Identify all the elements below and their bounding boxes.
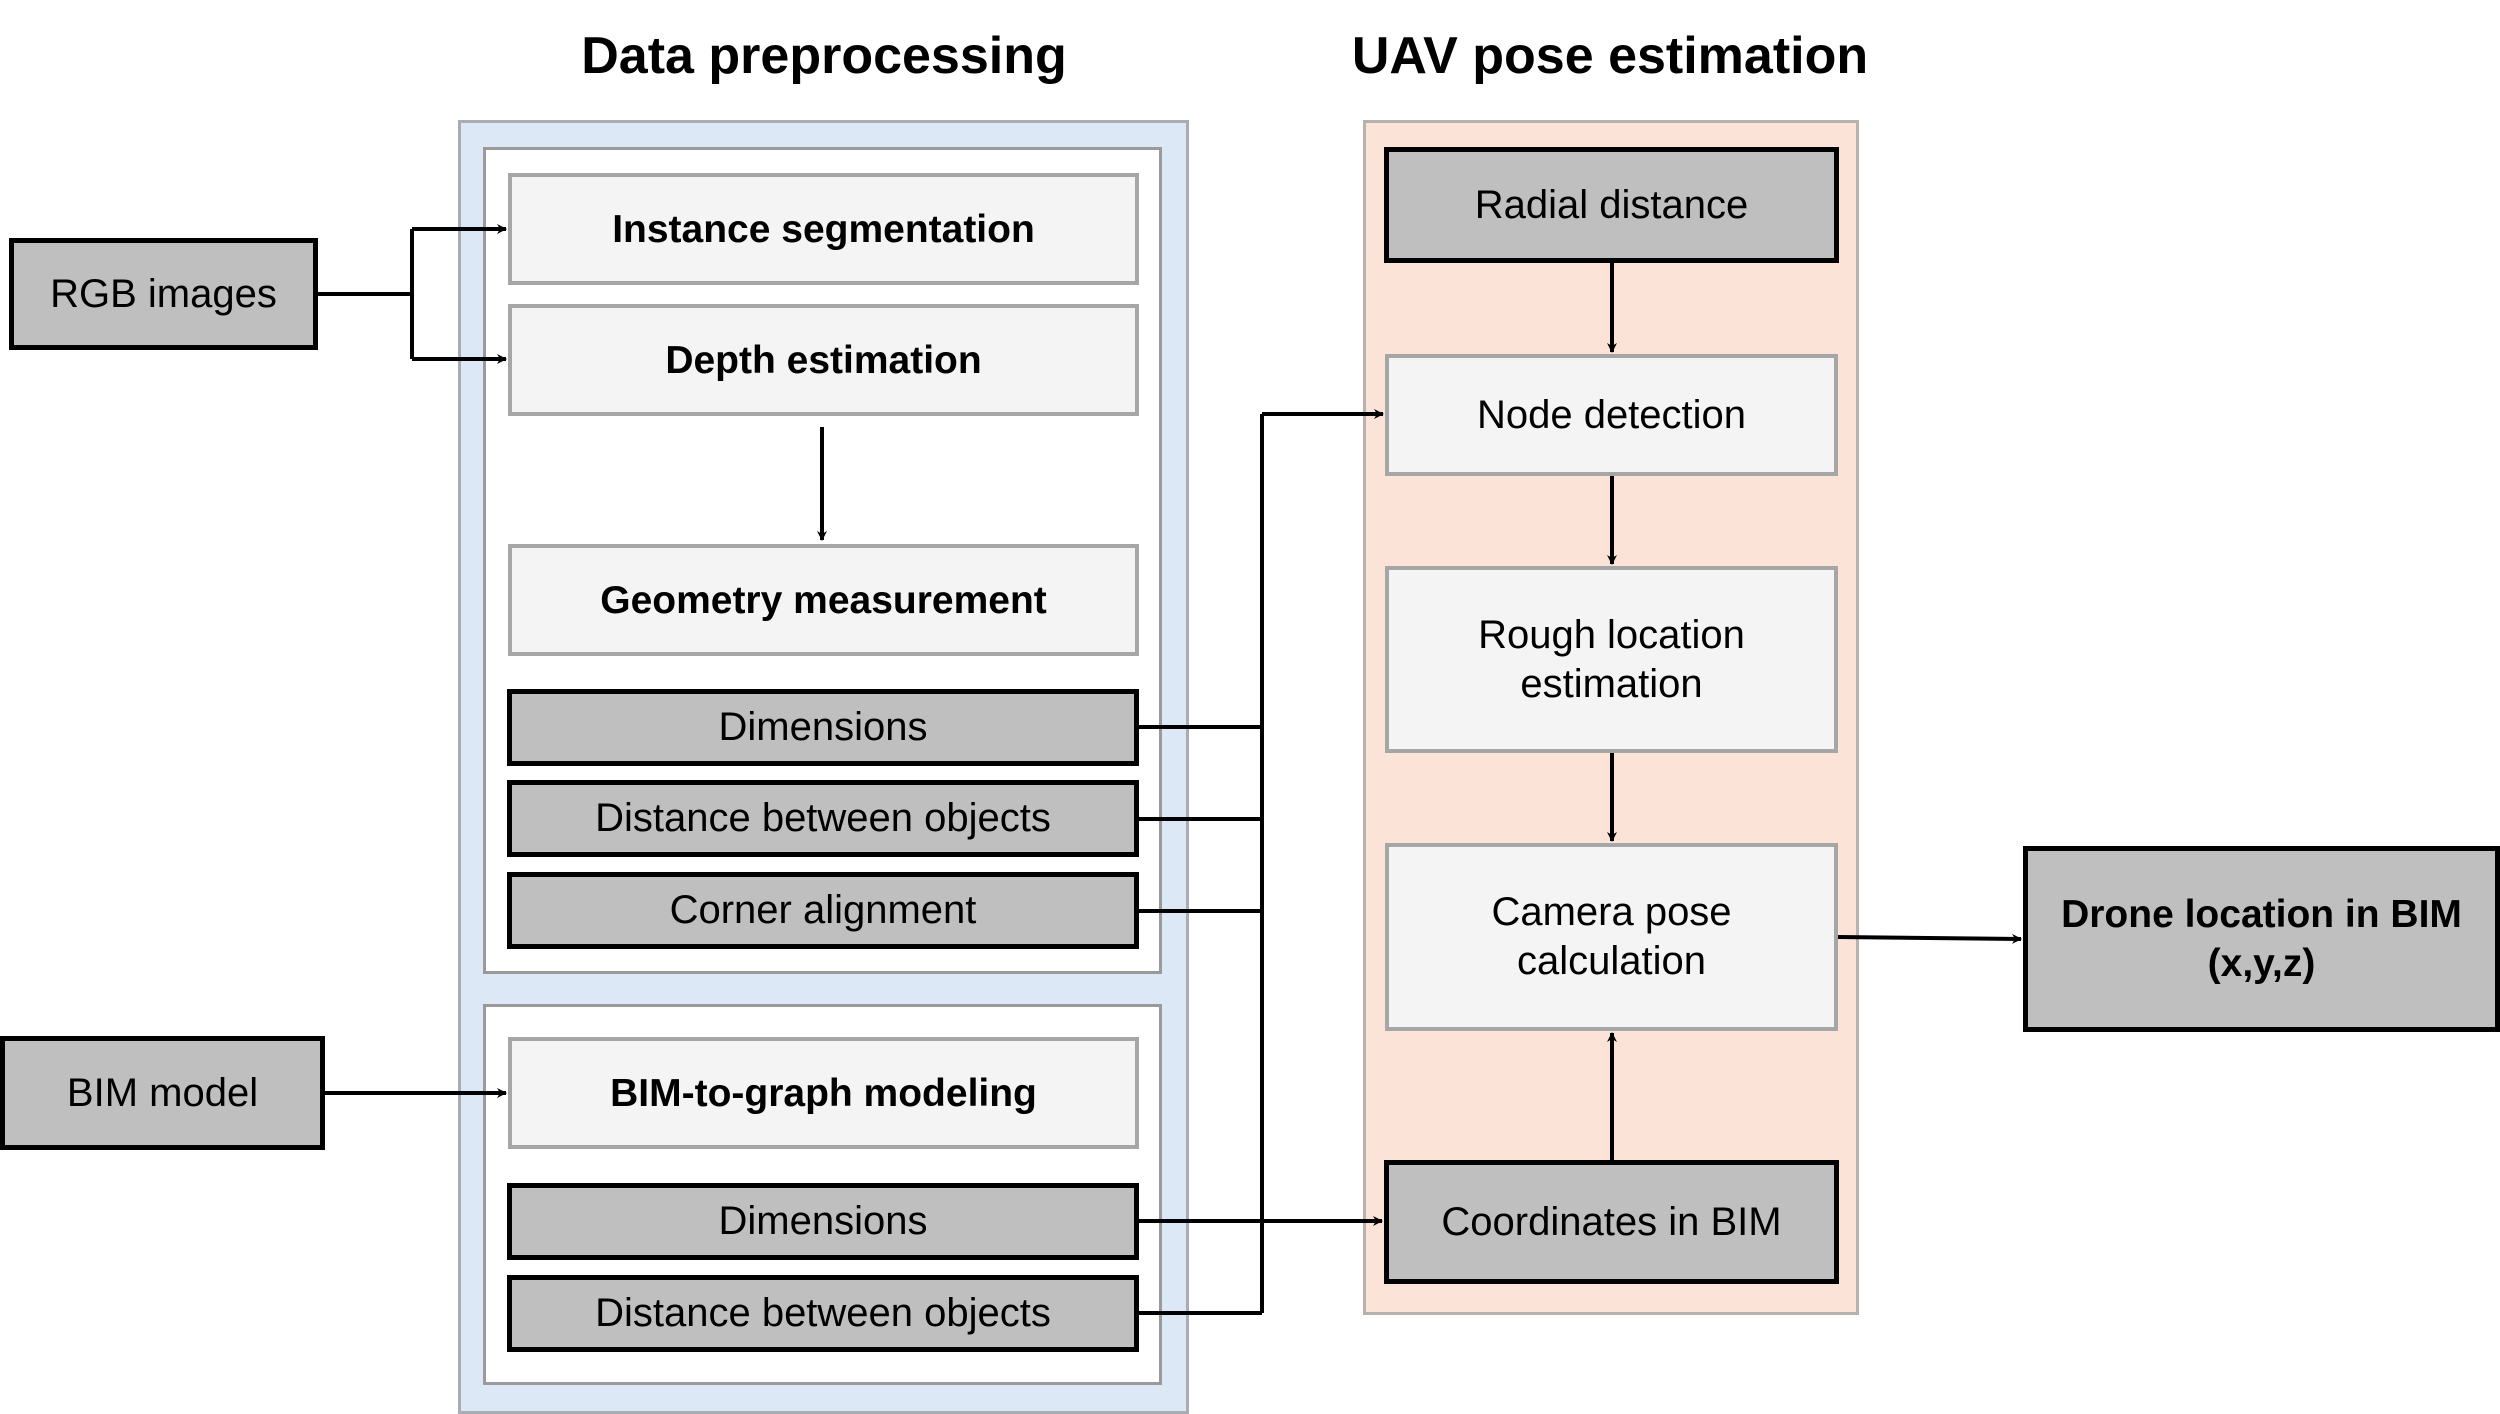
node-detection-step[interactable]: Node detection [1385, 354, 1838, 476]
radial-distance-step[interactable]: Radial distance [1384, 147, 1839, 263]
rgb-images-label: RGB images [50, 271, 277, 316]
bim-to-graph-step[interactable]: BIM-to-graph modeling [508, 1037, 1139, 1149]
coordinates-in-bim-label: Coordinates in BIM [1441, 1199, 1782, 1244]
corner-alignment-output[interactable]: Corner alignment [507, 872, 1139, 949]
camera-to-drone-arrow [1837, 933, 2022, 944]
node-detection-label: Node detection [1476, 392, 1747, 437]
rough-location-step[interactable]: Rough location estimation [1385, 566, 1838, 753]
radial-distance-label: Radial distance [1474, 182, 1749, 227]
uav-pose-estimation-title: UAV pose estimation [1351, 27, 1869, 85]
instance-segmentation-step[interactable]: Instance segmentation [508, 173, 1139, 285]
drone-location-coords: (x,y,z) [2207, 942, 2316, 985]
depth-estimation-step[interactable]: Depth estimation [508, 304, 1139, 416]
instance-segmentation-label: Instance segmentation [612, 207, 1035, 251]
image-dimensions-output[interactable]: Dimensions [507, 689, 1139, 766]
bim-model-label: BIM model [66, 1070, 259, 1115]
coordinates-in-bim-step[interactable]: Coordinates in BIM [1384, 1160, 1839, 1284]
drone-location-output[interactable]: Drone location in BIM (x,y,z) [2023, 846, 2500, 1032]
bim-to-graph-label: BIM-to-graph modeling [610, 1071, 1037, 1115]
rgb-images-input[interactable]: RGB images [9, 238, 318, 350]
depth-estimation-label: Depth estimation [665, 338, 982, 382]
bim-distance-label: Distance between objects [595, 1291, 1051, 1335]
image-distance-output[interactable]: Distance between objects [507, 780, 1139, 857]
bim-dimensions-label: Dimensions [718, 1199, 928, 1243]
camera-pose-label: Camera pose calculation [1491, 890, 1732, 983]
data-preprocessing-title: Data preprocessing [581, 27, 1067, 85]
image-dimensions-label: Dimensions [718, 705, 928, 749]
bim-dimensions-output[interactable]: Dimensions [507, 1183, 1139, 1260]
geometry-measurement-label: Geometry measurement [600, 578, 1047, 622]
camera-pose-step[interactable]: Camera pose calculation [1385, 843, 1838, 1031]
drone-location-label: Drone location in BIM [2061, 893, 2462, 936]
geometry-measurement-step[interactable]: Geometry measurement [508, 544, 1139, 656]
corner-alignment-label: Corner alignment [669, 888, 977, 932]
image-distance-label: Distance between objects [595, 796, 1051, 840]
bim-distance-output[interactable]: Distance between objects [507, 1275, 1139, 1352]
rough-location-label: Rough location estimation [1478, 612, 1745, 706]
bim-model-input[interactable]: BIM model [0, 1036, 325, 1150]
